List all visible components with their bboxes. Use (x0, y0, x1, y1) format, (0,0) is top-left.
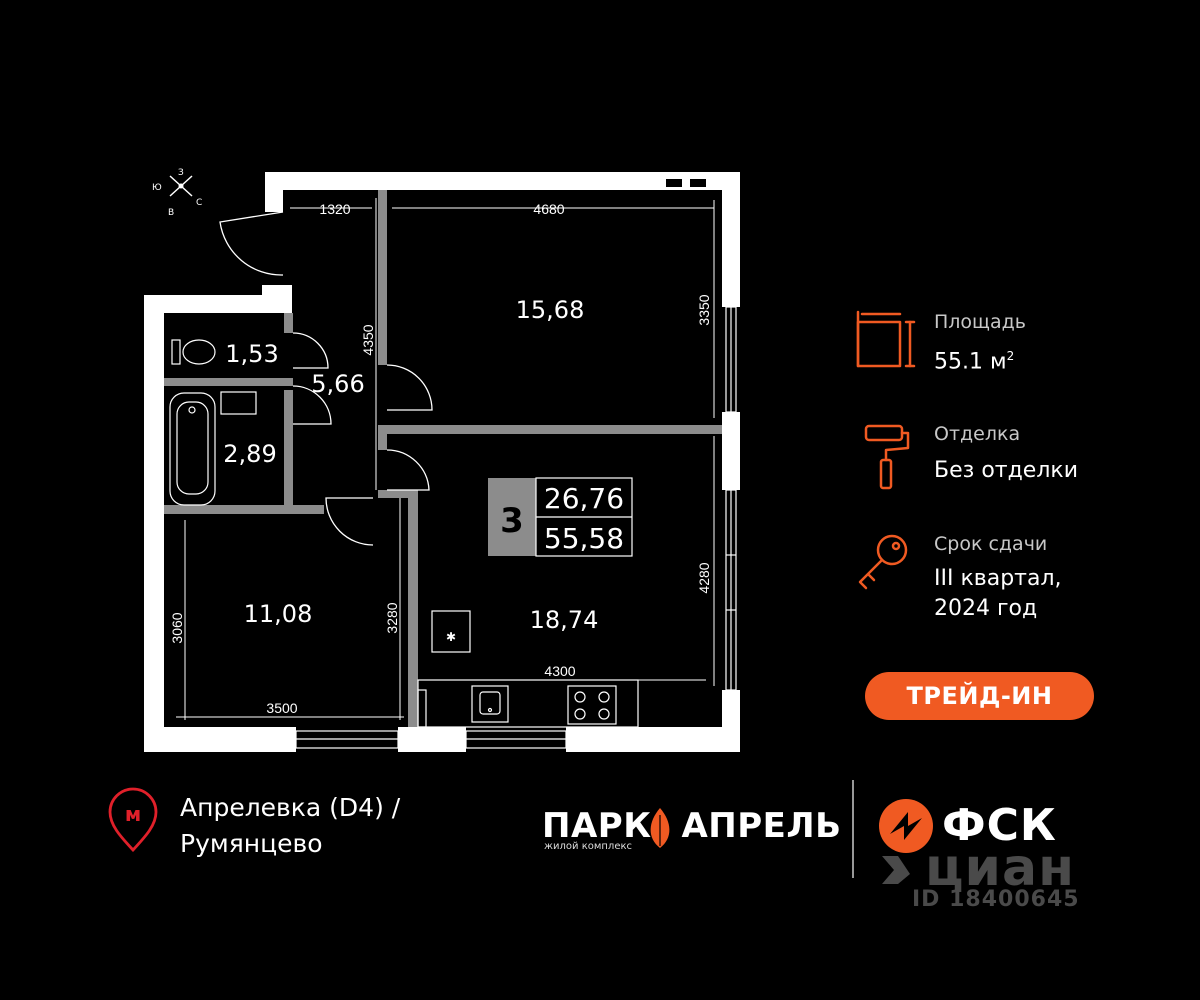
dimension-labels: 1320 4680 3350 4350 4280 4300 3500 3060 … (169, 201, 712, 716)
doors (219, 211, 433, 546)
park-april-logo: ПАРК АПРЕЛЬ (542, 806, 842, 846)
badge-total-area: 55,58 (544, 522, 624, 555)
cian-listing-id: ID 18400645 (912, 887, 1080, 912)
room-area-bedroom-left: 11,08 (244, 600, 313, 628)
dim-3280: 3280 (384, 602, 400, 633)
fsk-emblem-icon (879, 799, 933, 853)
metro-pin-icon: м (108, 787, 158, 853)
park-logo-right: АПРЕЛЬ (681, 806, 842, 846)
room-area-hall: 5,66 (311, 370, 364, 398)
area-label: Площадь (934, 311, 1026, 333)
room-area-toilet: 1,53 (225, 340, 278, 368)
room-area-bedroom-top: 15,68 (516, 296, 585, 324)
dim-4300: 4300 (544, 663, 575, 679)
dimension-lines (176, 198, 715, 720)
delivery-line1: III квартал, (934, 566, 1062, 591)
windows (295, 306, 737, 749)
floorplan-icon (856, 310, 916, 368)
leaf-icon (650, 808, 670, 848)
area-value: 55.1 м2 (934, 341, 1014, 377)
key-icon (858, 534, 908, 590)
dim-3350: 3350 (696, 294, 712, 325)
metro-line1: Апрелевка (D4) / (180, 793, 401, 822)
svg-text:м: м (125, 802, 141, 826)
compass-e: С (196, 198, 202, 208)
compass-s: В (168, 208, 174, 218)
park-logo-left: ПАРК (542, 806, 652, 846)
svg-text:✱: ✱ (446, 630, 456, 644)
paint-roller-icon (864, 424, 910, 490)
room-area-kitchen: 18,74 (530, 606, 599, 634)
badge-living-area: 26,76 (544, 482, 624, 515)
dim-4350: 4350 (360, 324, 376, 355)
delivery-label: Срок сдачи (934, 533, 1048, 555)
compass-n: З (178, 168, 184, 178)
park-logo-subtitle: жилой комплекс (544, 841, 633, 852)
metro-stations: Апрелевка (D4) / Румянцево (180, 790, 400, 862)
area-unit-sup: 2 (1006, 349, 1015, 363)
delivery-line2: 2024 год (934, 596, 1038, 621)
area-value-text: 55.1 м (934, 349, 1007, 375)
finish-label: Отделка (934, 423, 1021, 445)
dim-4680: 4680 (533, 201, 564, 217)
cian-watermark: циан (925, 838, 1075, 898)
partitions (164, 190, 722, 727)
room-areas: 15,68 1,53 5,66 2,89 11,08 18,74 (223, 296, 598, 634)
dim-4280: 4280 (696, 562, 712, 593)
badge-room-count: 3 (500, 501, 524, 541)
exterior-walls (144, 172, 740, 752)
room-area-bathroom: 2,89 (223, 440, 276, 468)
dim-1320: 1320 (319, 201, 350, 217)
room-count-badge: 3 26,76 55,58 (488, 477, 633, 557)
dim-3060: 3060 (169, 612, 185, 643)
dim-3500: 3500 (266, 700, 297, 716)
compass-icon: З Ю В С (152, 168, 202, 218)
finish-value: Без отделки (934, 458, 1078, 483)
trade-in-button[interactable]: ТРЕЙД-ИН (865, 672, 1094, 720)
fridge-icon: ✱ (446, 630, 456, 644)
compass-w: Ю (152, 183, 162, 193)
metro-line2: Румянцево (180, 829, 323, 858)
cian-logo-icon (882, 856, 910, 884)
fsk-logo-text: ФСК (942, 800, 1057, 851)
